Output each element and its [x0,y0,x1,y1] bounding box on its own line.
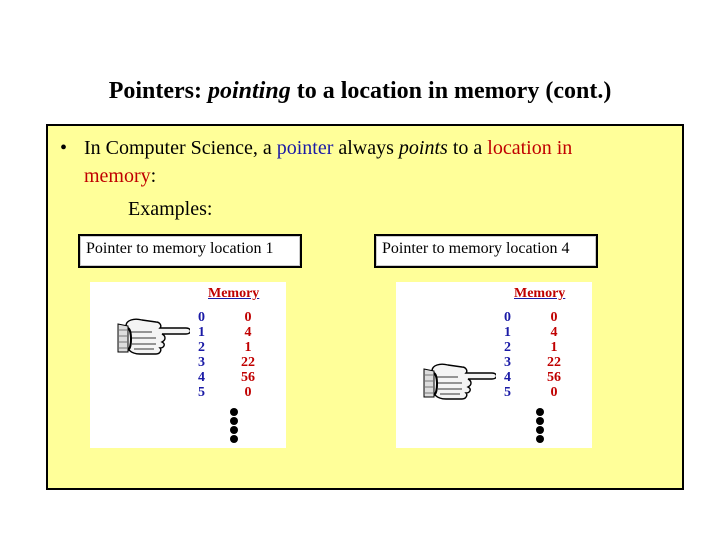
continuation-dot [536,426,544,434]
memory-value: 0 [550,385,558,400]
title-suffix: to a location in memory (cont.) [290,78,612,104]
memory-value: 1 [550,340,558,355]
memory-value: 4 [244,325,252,340]
title-prefix: Pointers: [108,78,208,104]
memory-value: 22 [241,355,255,370]
title-italic: pointing [208,78,291,104]
bullet-term-pointer: pointer [276,137,334,159]
bullet-term-location-a: location in [487,137,573,159]
caption-example-1: Pointer to memory location 1 [78,234,302,268]
continuation-dot [536,435,544,443]
slide-title: Pointers: pointing to a location in memo… [0,78,720,105]
memory-index: 0 [504,310,511,325]
memory-value: 22 [547,355,561,370]
memory-index: 2 [198,340,205,355]
memory-index: 3 [504,355,511,370]
memory-title: Memory [208,286,260,301]
bullet-part-7: : [150,165,157,187]
memory-value: 0 [244,385,252,400]
memory-value: 0 [550,310,558,325]
bullet-part-3: always [333,137,399,159]
memory-index: 1 [504,325,511,340]
memory-index: 1 [198,325,205,340]
continuation-dot [230,426,238,434]
memory-index: 4 [504,370,511,385]
bullet-marker: • [60,137,68,159]
memory-value: 56 [547,370,561,385]
bullet-part-5: to a [447,137,488,159]
continuation-dot [230,408,238,416]
continuation-dot [230,435,238,443]
caption-example-2: Pointer to memory location 4 [374,234,598,268]
bullet-term-points: points [398,137,448,159]
continuation-dot [536,408,544,416]
memory-value: 0 [244,310,252,325]
memory-index: 5 [198,385,205,400]
pointing-hand-icon [117,318,190,355]
memory-index: 3 [198,355,205,370]
memory-index: 4 [198,370,205,385]
memory-value: 1 [244,340,252,355]
continuation-dot [536,417,544,425]
bullet-term-location-b: memory [84,165,151,187]
memory-title: Memory [514,286,566,301]
bullet-text: In Computer Science, a pointer always po… [84,134,680,190]
continuation-dot [230,417,238,425]
content-panel: • In Computer Science, a pointer always … [46,124,684,490]
memory-value: 56 [241,370,255,385]
memory-index: 2 [504,340,511,355]
pointing-hand-icon [423,363,496,400]
memory-index: 5 [504,385,511,400]
memory-value: 4 [550,325,558,340]
memory-index: 0 [198,310,205,325]
bullet-part-1: In Computer Science, a [84,137,277,159]
examples-label: Examples: [128,198,213,220]
